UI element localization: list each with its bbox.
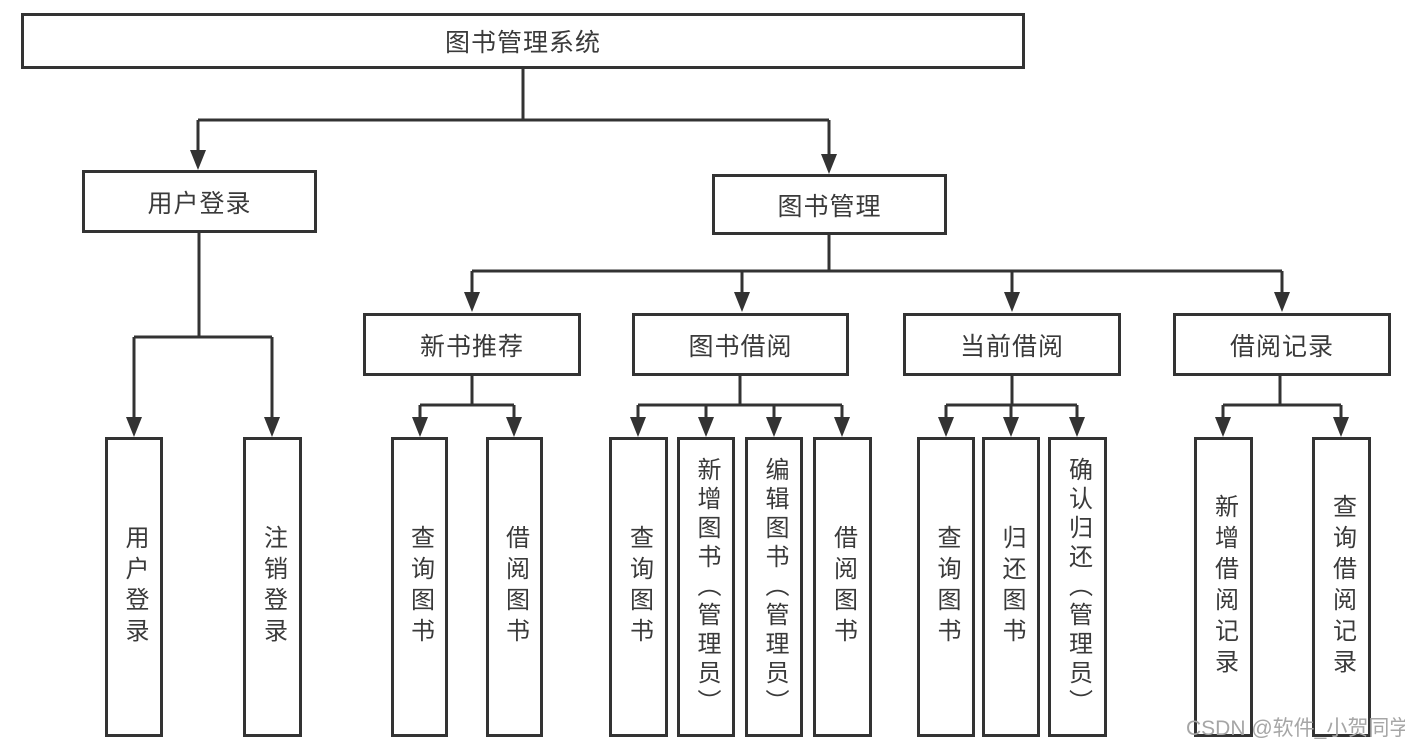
node-book-management-branch: 图书管理 [712,174,947,235]
node-label: 查询图书 [625,525,653,649]
csdn-watermark: CSDN @软件_小贺同学 [1186,717,1405,740]
node-query-books-2: 查询图书 [609,437,668,737]
node-label: 编辑图书（管理员） [761,456,788,718]
node-new-book-recommend: 新书推荐 [363,313,581,376]
node-return-books: 归还图书 [982,437,1040,737]
node-label: 查询借阅记录 [1328,494,1356,680]
node-label: 确认归还（管理员） [1064,456,1092,718]
node-label: 当前借阅 [959,332,1064,361]
node-label: 新增图书（管理员） [693,456,720,718]
node-label: 注销登录 [259,525,287,649]
node-label: 图书管理系统 [444,29,601,57]
node-logout: 注销登录 [243,437,302,737]
node-add-books-admin: 新增图书（管理员） [677,437,735,737]
node-label: 借阅记录 [1229,332,1334,361]
node-label: 借阅图书 [829,525,857,649]
node-label: 归还图书 [998,525,1025,649]
node-label: 借阅图书 [501,525,529,649]
node-label: 图书借阅 [688,332,793,361]
node-user-login: 用户登录 [105,437,163,737]
node-book-borrow: 图书借阅 [632,313,849,376]
node-label: 用户登录 [121,525,148,649]
node-label: 新增借阅记录 [1210,494,1238,680]
node-label: 用户登录 [147,189,252,218]
tree-edges [132,69,1343,421]
node-library-management-system: 图书管理系统 [21,13,1025,69]
node-query-books-3: 查询图书 [917,437,975,737]
node-borrow-books-1: 借阅图书 [486,437,543,737]
node-label: 查询图书 [406,525,434,649]
node-confirm-return-admin: 确认归还（管理员） [1048,437,1107,737]
node-query-borrow-record: 查询借阅记录 [1312,437,1371,737]
arrowheads [126,150,1349,437]
node-query-books-1: 查询图书 [391,437,448,737]
node-label: 查询图书 [933,525,960,649]
node-borrow-records: 借阅记录 [1173,313,1391,376]
node-borrow-books-2: 借阅图书 [813,437,872,737]
node-label: 图书管理 [777,192,882,221]
node-add-borrow-record: 新增借阅记录 [1194,437,1253,737]
node-label: 新书推荐 [419,332,524,361]
node-edit-books-admin: 编辑图书（管理员） [745,437,803,737]
node-user-login-branch: 用户登录 [82,170,317,233]
node-current-borrow: 当前借阅 [903,313,1121,376]
